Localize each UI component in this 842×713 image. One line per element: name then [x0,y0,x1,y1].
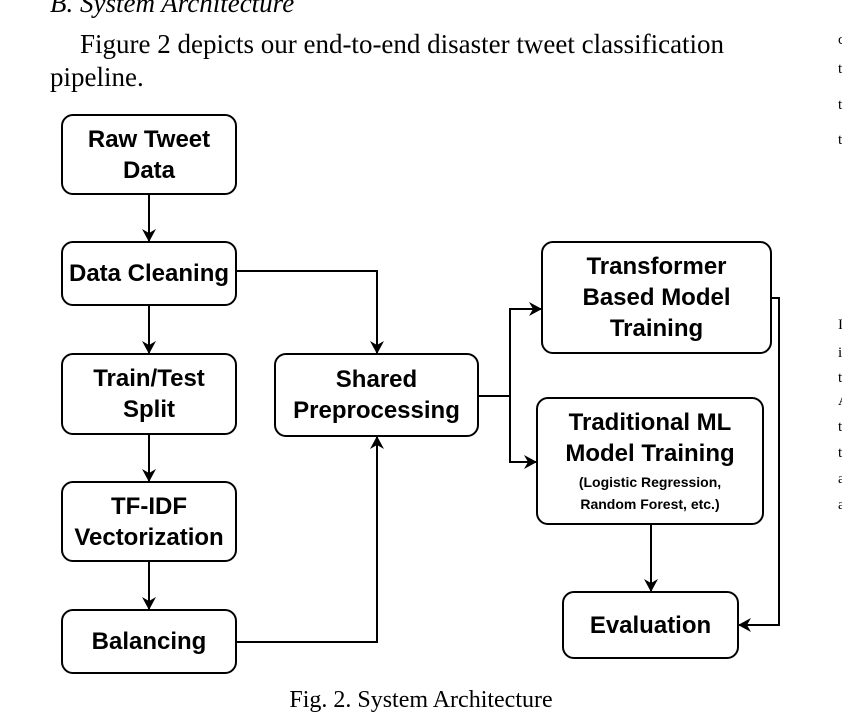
node-label: Raw Tweet Data [87,125,211,184]
arrow-shared-to-transformer [479,302,542,397]
node-tfidf-vectorization: TF-IDF Vectorization [61,481,237,562]
node-label: Balancing [91,628,207,655]
node-transformer-training: Transformer Based Model Training [541,241,772,354]
node-label: Evaluation [589,611,712,639]
right-column-fragment: A [838,394,842,409]
node-shared-preprocessing: Shared Preprocessing [274,353,479,437]
right-column-fragment: t [838,420,842,435]
arrow-shared-to-traditional [509,396,537,469]
node-label: Traditional ML Model Training [565,409,735,467]
intro-text: Figure 2 depicts our end-to-end disaster… [50,29,725,92]
arrow-cleaning-to-shared [237,270,384,354]
arrow-balancing-to-shared [237,436,384,643]
node-balancing: Balancing [61,609,237,674]
section-heading: B. System Architecture [50,0,295,18]
node-evaluation: Evaluation [562,591,739,659]
node-label: Shared Preprocessing [293,366,460,424]
right-column-fragment: t [838,446,842,461]
right-column-fragment: t [838,133,842,148]
node-traditional-ml-training: Traditional ML Model Training (Logistic … [536,397,764,525]
node-label: Transformer Based Model Training [582,253,731,342]
right-column-fragment: t [838,371,842,386]
node-label: Train/Test Split [93,365,205,423]
node-raw-tweet-data: Raw Tweet Data [61,114,237,195]
right-column-fragment: t [838,62,842,77]
right-column-fragment: c [838,33,842,48]
node-sublabel: (Logistic Regression, Random Forest, etc… [578,474,722,512]
node-data-cleaning: Data Cleaning [61,241,237,306]
node-label: TF-IDF Vectorization [74,492,224,551]
figure-caption: Fig. 2. System Architecture [289,687,553,713]
node-label: Data Cleaning [68,260,230,287]
intro-paragraph: Figure 2 depicts our end-to-end disaster… [50,28,810,94]
right-column-fragment: a [838,498,842,513]
right-column-fragment: i [838,346,842,361]
arrow-transformer-to-evaluation [738,297,780,632]
right-column-fragment: t [838,98,842,113]
node-train-test-split: Train/Test Split [61,353,237,435]
right-column-fragment: I [838,318,842,333]
right-column-fragment: a [838,472,842,487]
